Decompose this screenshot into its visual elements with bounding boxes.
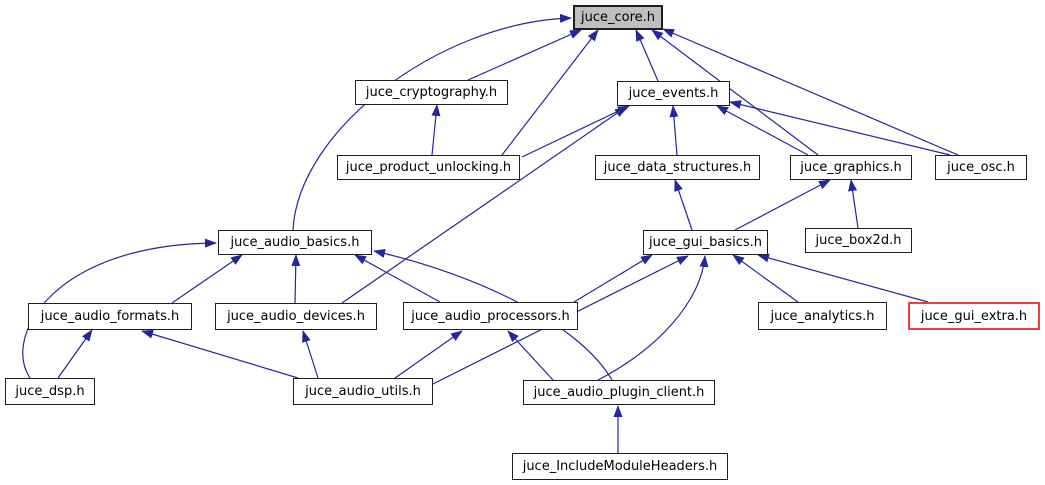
graph-node-audio_utils[interactable]: juce_audio_utils.h (293, 378, 433, 405)
edge-data_structures-to-events (669, 105, 679, 156)
graph-node-audio_processors[interactable]: juce_audio_processors.h (403, 302, 578, 330)
graph-node-gui_extra[interactable]: juce_gui_extra.h (908, 302, 1040, 330)
graph-node-analytics[interactable]: juce_analytics.h (758, 302, 887, 330)
graph-node-audio_basics[interactable]: juce_audio_basics.h (218, 230, 372, 255)
graph-node-label: juce_core.h (580, 10, 656, 25)
edge-audio_basics-to-core (292, 13, 572, 231)
graph-node-label: juce_product_unlocking.h (345, 160, 512, 175)
edge-audio_utils-to-audio_processors (394, 330, 463, 379)
edge-gui_extra-to-gui_basics (757, 253, 929, 303)
graph-node-label: juce_graphics.h (800, 160, 902, 175)
graph-node-include_module_headers[interactable]: juce_IncludeModuleHeaders.h (512, 453, 728, 480)
graph-node-events[interactable]: juce_events.h (617, 81, 730, 106)
graph-node-label: juce_dsp.h (15, 384, 85, 399)
edge-audio_formats-to-audio_basics (171, 254, 243, 304)
edge-audio_utils-to-audio_devices (302, 330, 319, 379)
graph-node-cryptography[interactable]: juce_cryptography.h (355, 80, 508, 105)
edge-gui_basics-to-data_structures (674, 179, 693, 231)
edge-box2d-to-graphics (848, 179, 859, 229)
graph-node-label: juce_audio_processors.h (411, 308, 570, 324)
edge-analytics-to-gui_basics (732, 254, 799, 303)
edge-dsp-to-audio_basics (22, 238, 217, 379)
graph-node-label: juce_box2d.h (815, 233, 902, 248)
edge-product_unlocking-to-cryptography (431, 104, 441, 156)
edge-audio_processors-to-gui_basics (573, 254, 653, 303)
graph-node-audio_formats[interactable]: juce_audio_formats.h (28, 303, 192, 330)
graph-node-label: juce_osc.h (947, 160, 1015, 175)
edge-dsp-to-audio_formats (57, 329, 93, 379)
graph-node-label: juce_IncludeModuleHeaders.h (522, 459, 718, 474)
graph-node-label: juce_events.h (628, 86, 719, 101)
edge-cryptography-to-core (467, 29, 582, 81)
graph-node-label: juce_audio_basics.h (230, 235, 360, 250)
graph-node-audio_devices[interactable]: juce_audio_devices.h (215, 303, 377, 330)
graph-node-label: juce_audio_plugin_client.h (533, 385, 705, 400)
edge-audio_devices-to-events (341, 106, 627, 304)
edge-audio_utils-to-audio_formats (141, 329, 299, 379)
graph-node-label: juce_audio_devices.h (227, 309, 365, 324)
edge-product_unlocking-to-core (501, 29, 599, 156)
edge-audio_plugin_client-to-audio_processors (507, 330, 554, 381)
graph-node-label: juce_gui_basics.h (649, 235, 762, 250)
graph-node-data_structures[interactable]: juce_data_structures.h (595, 155, 760, 180)
graph-node-product_unlocking[interactable]: juce_product_unlocking.h (337, 155, 520, 180)
edge-graphics-to-core (651, 29, 819, 156)
graph-node-label: juce_audio_utils.h (305, 384, 421, 399)
graph-node-label: juce_audio_formats.h (40, 309, 180, 324)
graph-node-box2d[interactable]: juce_box2d.h (805, 228, 912, 253)
graph-node-gui_basics[interactable]: juce_gui_basics.h (643, 230, 768, 255)
edge-audio_processors-to-audio_basics (354, 254, 441, 303)
graph-node-label: juce_gui_extra.h (920, 308, 1028, 324)
edge-gui_basics-to-graphics (734, 179, 831, 231)
edge-graphics-to-events (716, 105, 809, 156)
edge-osc-to-events (729, 100, 951, 156)
edge-audio_plugin_client-to-gui_basics (597, 255, 709, 381)
graph-node-graphics[interactable]: juce_graphics.h (790, 155, 912, 180)
edge-events-to-core (635, 29, 659, 82)
graph-node-label: juce_data_structures.h (603, 160, 752, 175)
graph-node-label: juce_analytics.h (770, 308, 875, 324)
graph-node-core[interactable]: juce_core.h (573, 5, 663, 30)
edge-osc-to-core (662, 28, 959, 156)
edge-audio_devices-to-audio_basics (291, 254, 301, 304)
graph-node-dsp[interactable]: juce_dsp.h (5, 378, 95, 405)
edge-product_unlocking-to-events (521, 105, 630, 158)
graph-node-osc[interactable]: juce_osc.h (935, 155, 1027, 180)
graph-node-label: juce_cryptography.h (365, 85, 498, 100)
graph-node-audio_plugin_client[interactable]: juce_audio_plugin_client.h (523, 380, 715, 405)
